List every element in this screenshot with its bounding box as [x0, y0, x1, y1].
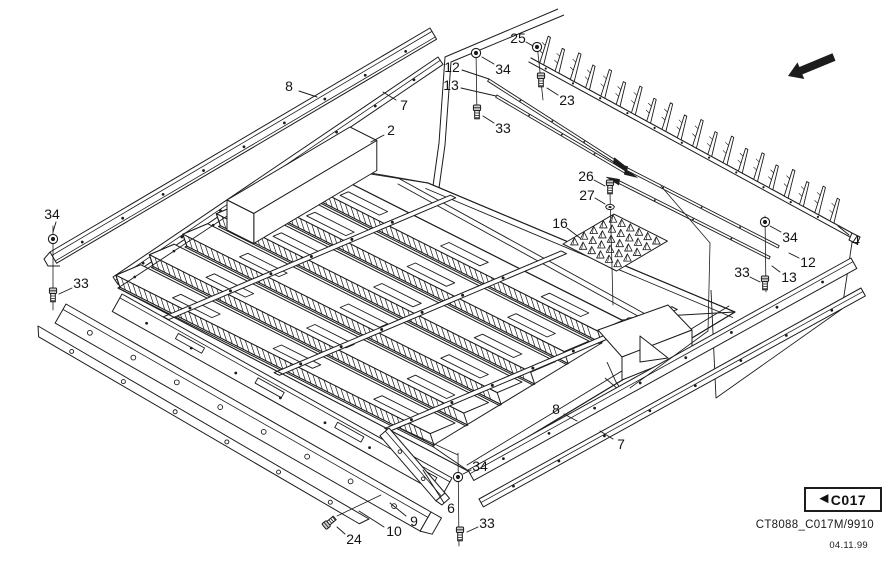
document-date: 04.11.99 [829, 540, 868, 551]
stud-plate-16 [562, 213, 668, 272]
callout-label: 24 [346, 531, 362, 547]
bolt-icon [760, 275, 770, 291]
bolt-icon [536, 72, 546, 88]
callout-label: 7 [400, 97, 408, 113]
channel-rail-9 [54, 303, 442, 535]
callout-leaders [52, 41, 850, 535]
wear-strips-12-13-left [487, 78, 638, 178]
wear-strips-12-13-right [605, 163, 780, 260]
callout-label: 10 [386, 523, 402, 539]
callout-label: 12 [444, 59, 460, 75]
figure-code-box: ◀ C017 [804, 487, 882, 512]
fasteners [47, 41, 771, 542]
callout-label: 13 [443, 77, 459, 93]
document-reference: CT8088_C017M/9910 [755, 519, 874, 531]
callout-label: 23 [559, 92, 575, 108]
bolt-icon [321, 515, 337, 530]
callout-label: 16 [552, 215, 568, 231]
callout-label: 4 [852, 232, 860, 248]
channel-6 [379, 427, 451, 506]
callout-label: 2 [387, 122, 395, 138]
callout-label: 33 [495, 120, 511, 136]
nut-icon [759, 216, 771, 228]
cover-plate-2 [226, 126, 378, 244]
direction-arrow-icon [788, 53, 836, 79]
end-chute [597, 235, 854, 399]
bolt-icon [605, 179, 615, 195]
callout-label: 34 [472, 458, 488, 474]
callout-label: 33 [479, 515, 495, 531]
side-rail-7-bottom [478, 287, 866, 508]
nut-icon [531, 41, 543, 53]
washer-icon [605, 203, 615, 211]
callout-label: 26 [578, 168, 594, 184]
side-rail-8-bottom [467, 257, 858, 481]
callout-label: 13 [781, 269, 797, 285]
side-rail-8-top [43, 27, 438, 267]
projection-lines [336, 185, 711, 517]
nut-icon [452, 471, 464, 483]
bolt-icon [48, 287, 58, 303]
callout-label: 12 [800, 254, 816, 270]
callout-label: 34 [495, 61, 511, 77]
bolt-icon [472, 104, 482, 120]
callout-label: 34 [44, 206, 60, 222]
frame-outline [432, 8, 565, 189]
toothed-rack-4 [528, 35, 861, 245]
nut-icon [470, 47, 482, 59]
callout-label: 25 [510, 30, 526, 46]
callout-label: 27 [579, 187, 595, 203]
flat-strip-10 [37, 325, 370, 525]
figure-code-label: C017 [830, 491, 867, 508]
callout-label: 8 [285, 78, 293, 94]
callout-label: 34 [782, 229, 798, 245]
back-reference-arrow-icon: ◀ [819, 492, 829, 505]
bolt-icon [455, 526, 465, 542]
callout-label: 33 [734, 264, 750, 280]
nut-icon [47, 233, 59, 245]
callout-label: 33 [73, 275, 89, 291]
callout-label: 9 [410, 513, 418, 529]
callout-label: 6 [447, 500, 455, 516]
callout-label: 7 [617, 436, 625, 452]
callout-label: 8 [552, 401, 560, 417]
